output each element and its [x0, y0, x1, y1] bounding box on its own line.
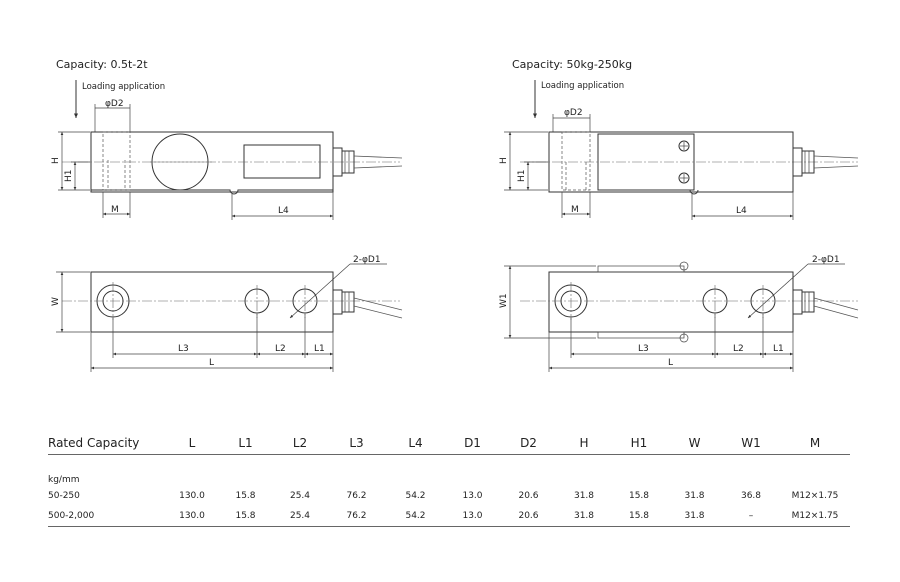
left-capacity-label: Capacity: 0.5t-2t — [56, 58, 148, 71]
left-side-view: Capacity: 0.5t-2t Loading application φD… — [51, 58, 403, 220]
right-screw-1 — [678, 140, 690, 152]
header-l2: L2 — [292, 436, 308, 450]
right-cable-gland — [801, 150, 815, 174]
header-h1: H1 — [630, 436, 648, 450]
left-label-window — [243, 144, 321, 179]
technical-drawings: Capacity: 0.5t-2t Loading application φD… — [51, 58, 859, 372]
right-l4-label: L4 — [736, 206, 747, 216]
right-d2-label: φD2 — [564, 108, 583, 118]
right-cover-edge-top — [597, 265, 685, 273]
left-l-label: L — [209, 358, 214, 368]
header-w1: W1 — [741, 436, 761, 450]
left-plan-body — [90, 271, 334, 333]
left-l2-label: L2 — [275, 344, 286, 354]
header-h: H — [579, 436, 589, 450]
header-l3: L3 — [349, 436, 364, 450]
header-m: M — [809, 436, 821, 450]
right-h1-label: H1 — [517, 170, 527, 183]
header-d1: D1 — [464, 436, 481, 450]
left-l1-label: L1 — [314, 344, 325, 354]
table-row: 50-250 130.0 15.8 25.4 76.2 54.2 13.0 20… — [48, 491, 839, 501]
header-d2: D2 — [520, 436, 537, 450]
left-h-label: H — [51, 157, 61, 164]
right-plan-body — [548, 271, 794, 333]
table-row: 500-2,000 130.0 15.8 25.4 76.2 54.2 13.0… — [48, 506, 850, 527]
header-l1: L1 — [238, 436, 253, 450]
right-l3-label: L3 — [638, 344, 649, 354]
right-capacity-label: Capacity: 50kg-250kg — [512, 58, 632, 71]
right-d1-label: 2-φD1 — [812, 255, 840, 265]
right-m-label: M — [571, 205, 579, 215]
right-side-view: Capacity: 50kg-250kg Loading application… — [499, 58, 859, 220]
right-l-label: L — [668, 358, 673, 368]
left-h1-label: H1 — [64, 170, 74, 183]
unit-label: kg/mm — [48, 475, 80, 485]
left-l3-label: L3 — [178, 344, 189, 354]
left-plan-view: 2-φD1 W L3 L2 L1 — [51, 255, 403, 372]
left-m-label: M — [111, 205, 119, 215]
right-screw-2 — [678, 172, 690, 184]
right-loading-label: Loading application — [541, 81, 624, 91]
header-rated-capacity: Rated Capacity — [48, 436, 140, 450]
spec-table: Rated Capacity L L1 L2 L3 L4 D1 D2 H H1 … — [48, 432, 850, 527]
left-d2-label: φD2 — [105, 99, 124, 109]
left-loading-label: Loading application — [82, 82, 165, 92]
left-d1-label: 2-φD1 — [353, 255, 381, 265]
header-w: W — [688, 436, 701, 450]
left-w-label: W — [51, 297, 61, 306]
right-cover-edge-bottom — [597, 331, 685, 339]
right-plan-view: 2-φD1 W1 L3 L2 L1 — [499, 255, 859, 372]
left-cable-gland — [341, 150, 355, 174]
header-l: L — [188, 436, 196, 450]
right-l2-label: L2 — [733, 344, 744, 354]
right-h-label: H — [499, 157, 509, 164]
left-l4-label: L4 — [278, 206, 289, 216]
header-l4: L4 — [408, 436, 423, 450]
right-l1-label: L1 — [773, 344, 784, 354]
right-w1-label: W1 — [499, 293, 509, 308]
spec-table-header: Rated Capacity L L1 L2 L3 L4 D1 D2 H H1 … — [48, 432, 850, 455]
